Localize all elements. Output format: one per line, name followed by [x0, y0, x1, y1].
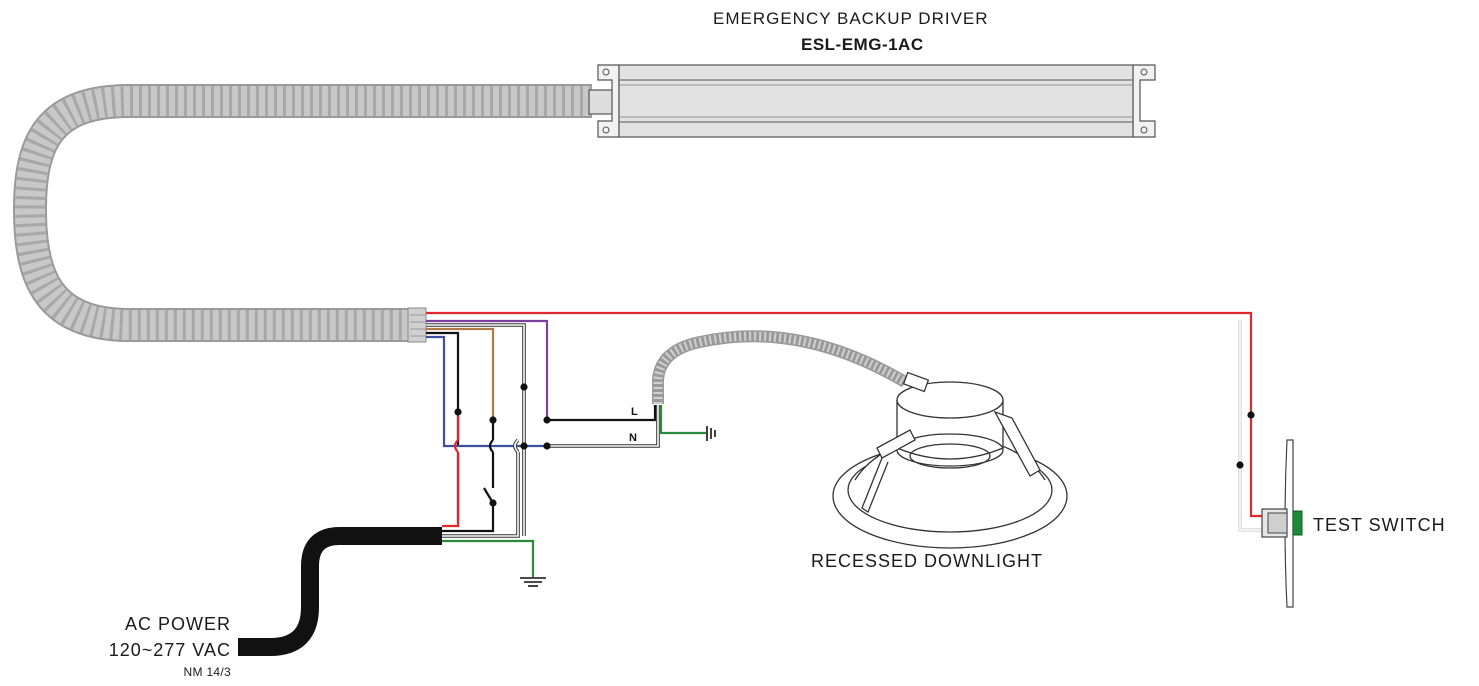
white-wire-to-test-switch — [1238, 320, 1262, 532]
red-wire-power — [442, 412, 460, 528]
brown-wire — [426, 327, 495, 420]
power-voltage: 120~277 VAC — [108, 640, 231, 660]
black-wire — [426, 331, 460, 523]
nm-cable — [238, 527, 442, 656]
junction-dots — [454, 383, 1255, 507]
test-switch — [1261, 439, 1303, 608]
black-wire-power — [442, 420, 495, 533]
fixture-line-wire — [547, 405, 657, 422]
power-cable: NM 14/3 — [183, 665, 231, 679]
white-wire-conduit — [426, 323, 526, 536]
test-switch-label: TEST SWITCH — [1313, 515, 1446, 535]
white-wire-power — [442, 438, 520, 538]
driver-title: EMERGENCY BACKUP DRIVER — [713, 9, 989, 28]
fixture-conduit — [652, 330, 909, 404]
blue-wire — [426, 335, 547, 448]
power-label: AC POWER — [124, 614, 231, 634]
terminal-line-label: L — [631, 406, 638, 418]
purple-wire — [426, 319, 549, 420]
driver-model: ESL-EMG-1AC — [801, 35, 924, 54]
fixture-neutral-wire — [547, 405, 660, 448]
fixture-ground-wire — [659, 405, 716, 441]
recessed-downlight — [832, 371, 1068, 549]
fixture-label: RECESSED DOWNLIGHT — [811, 551, 1044, 571]
flex-conduit — [12, 84, 592, 342]
emergency-driver — [588, 64, 1156, 138]
conduit-connector — [407, 307, 427, 343]
ground-wire-power — [442, 539, 546, 587]
terminal-neutral-label: N — [629, 432, 637, 444]
